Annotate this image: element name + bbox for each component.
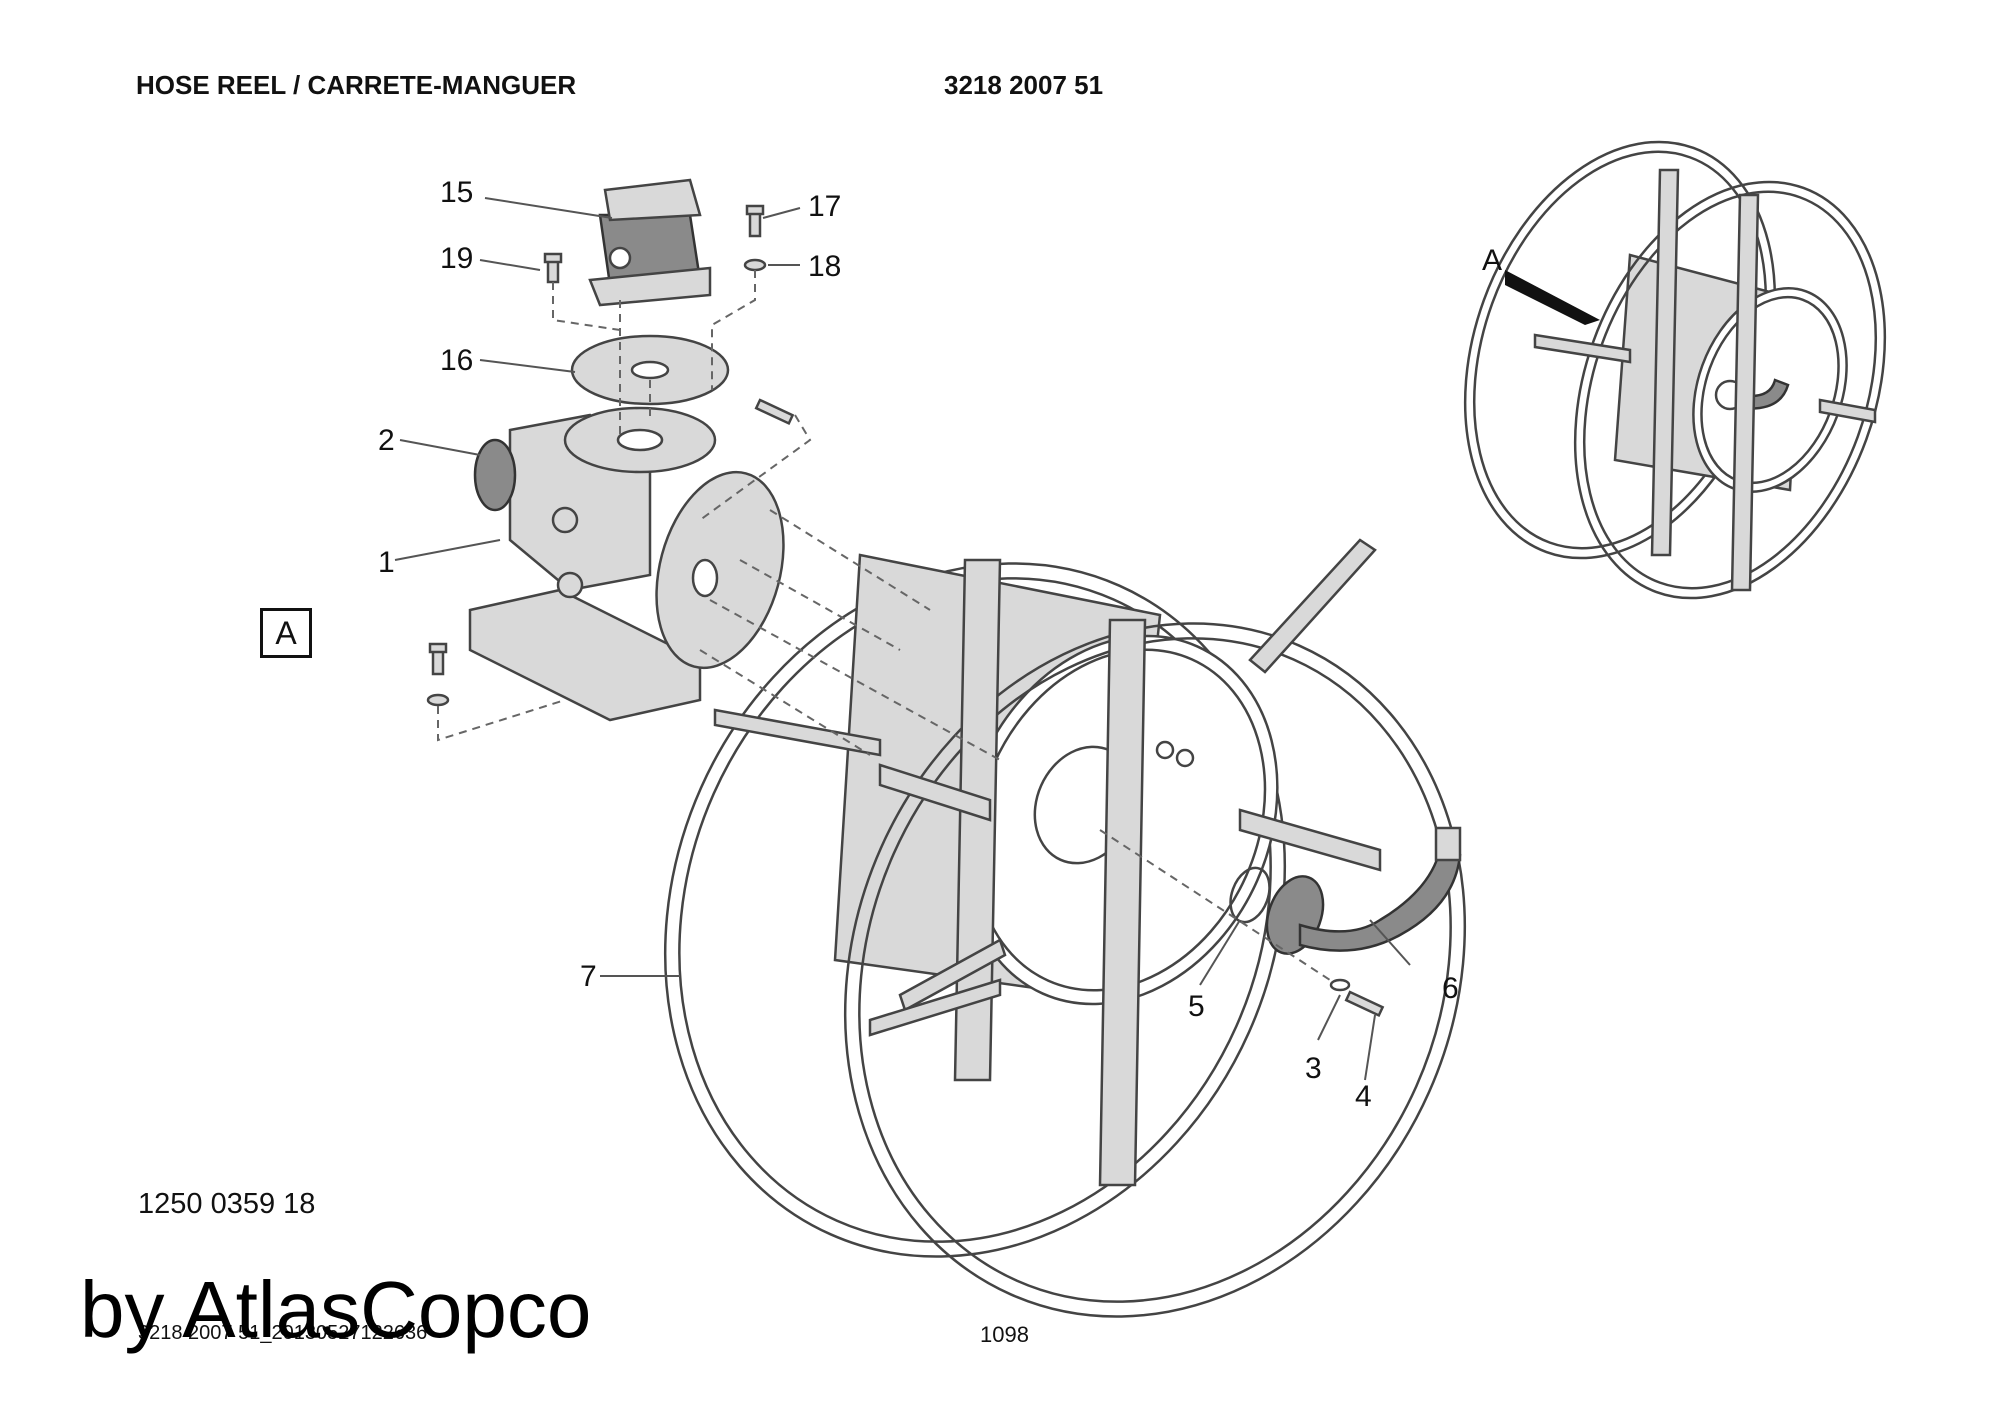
part-number: 3218 2007 51 (944, 70, 1104, 100)
view-a-arrow-icon (1505, 270, 1600, 325)
reel-view-a (1463, 140, 1887, 600)
leader-lines (394, 197, 1411, 1081)
callout-15: 15 (440, 176, 474, 209)
callout-18: 18 (808, 250, 842, 283)
view-a-box: A (260, 608, 312, 658)
callout-6: 6 (1442, 972, 1459, 1005)
callout-16: 16 (440, 344, 474, 377)
view-a-arrow-label: A (1482, 244, 1503, 277)
callout-17: 17 (808, 190, 842, 223)
callout-3: 3 (1305, 1052, 1322, 1085)
gearbox-assembly (468, 178, 785, 722)
callout-1: 1 (378, 546, 395, 579)
assembly-lines (437, 270, 1331, 981)
callout-4: 4 (1355, 1080, 1372, 1113)
page-number: 1098 (980, 1322, 1029, 1347)
footer-file-reference: 3218 2007 51_20130527122636 (138, 1322, 428, 1344)
main-reel (663, 538, 1467, 1318)
watermark: by AtlasCopco (80, 1265, 592, 1354)
callout-7: 7 (580, 960, 597, 993)
drawing-number: 1250 0359 18 (138, 1188, 316, 1220)
callout-5: 5 (1188, 990, 1205, 1023)
callout-2: 2 (378, 424, 395, 457)
callout-19: 19 (440, 242, 474, 275)
document-title: HOSE REEL / CARRETE-MANGUER (136, 70, 577, 100)
